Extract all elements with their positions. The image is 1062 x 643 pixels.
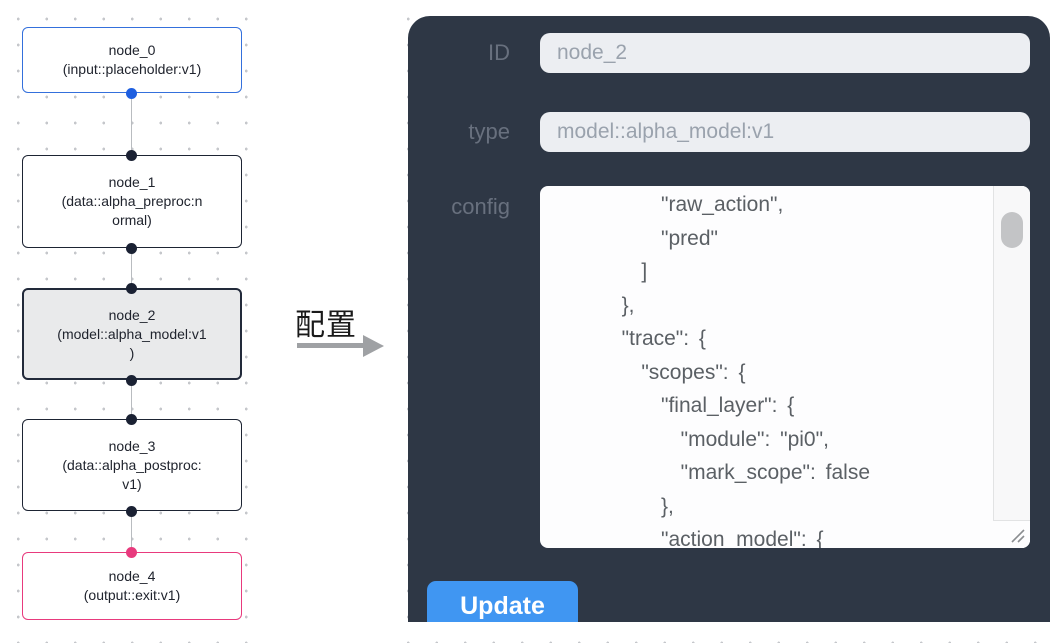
id-input[interactable] [540, 33, 1030, 73]
resize-grip-icon[interactable] [993, 520, 1030, 548]
config-textarea[interactable]: "raw_action", "pred" ] }, "trace": { "sc… [540, 186, 1030, 548]
config-label: config [451, 194, 510, 219]
flow-node-node_1[interactable]: node_1 (data::alpha_preproc:n ormal) [22, 155, 242, 248]
node-subtitle: (input::placeholder:v1) [62, 61, 202, 77]
node-title: node_3 [108, 437, 156, 454]
node-subtitle: ) [129, 344, 135, 361]
config-json-content: "raw_action", "pred" ] }, "trace": { "sc… [621, 193, 870, 548]
node-subtitle: v1) [122, 475, 142, 492]
node-title: node_2 [108, 306, 156, 323]
right-arrow-head-icon [363, 334, 384, 357]
handle-node0-source[interactable] [126, 87, 137, 99]
handle-node3-source[interactable] [126, 505, 137, 517]
node-subtitle: ormal) [112, 212, 152, 228]
type-label: type [468, 119, 510, 144]
type-input[interactable] [540, 112, 1030, 152]
node-title: node_4 [108, 568, 156, 584]
scrollbar-thumb[interactable] [1001, 212, 1023, 248]
update-button[interactable]: Update [427, 581, 578, 622]
scrollbar-track[interactable] [993, 186, 1030, 548]
handle-node1-source[interactable] [126, 242, 137, 254]
handle-node2-source[interactable] [126, 374, 137, 386]
configure-annotation: 配置 [295, 309, 357, 342]
node-subtitle: (data::alpha_preproc:n [61, 193, 203, 209]
flow-node-node_4[interactable]: node_4 (output::exit:v1) [22, 552, 242, 620]
node-config-panel: ID type config "raw_action", "pred" ] },… [408, 16, 1050, 622]
edge-node0-node1[interactable] [130, 93, 132, 155]
edge-node3-node4[interactable] [130, 511, 132, 552]
node-subtitle: (output::exit:v1) [83, 587, 181, 603]
edge-node1-node2[interactable] [130, 248, 132, 288]
flow-node-node_0[interactable]: node_0 (input::placeholder:v1) [22, 27, 242, 93]
id-label: ID [488, 40, 510, 65]
handle-node3-target[interactable] [126, 413, 137, 425]
right-arrow-icon [297, 343, 364, 348]
flow-node-node_2[interactable]: node_2 (model::alpha_model:v1 ) [22, 288, 242, 380]
node-subtitle: (model::alpha_model:v1 [57, 325, 207, 342]
edge-node2-node3[interactable] [130, 380, 132, 419]
handle-node1-target[interactable] [126, 149, 137, 161]
node-title: node_1 [108, 174, 156, 190]
flow-node-node_3[interactable]: node_3 (data::alpha_postproc: v1) [22, 419, 242, 511]
node-title: node_0 [108, 42, 156, 58]
handle-node4-target[interactable] [126, 546, 137, 558]
node-subtitle: (data::alpha_postproc: [62, 456, 202, 473]
handle-node2-target[interactable] [126, 282, 137, 294]
